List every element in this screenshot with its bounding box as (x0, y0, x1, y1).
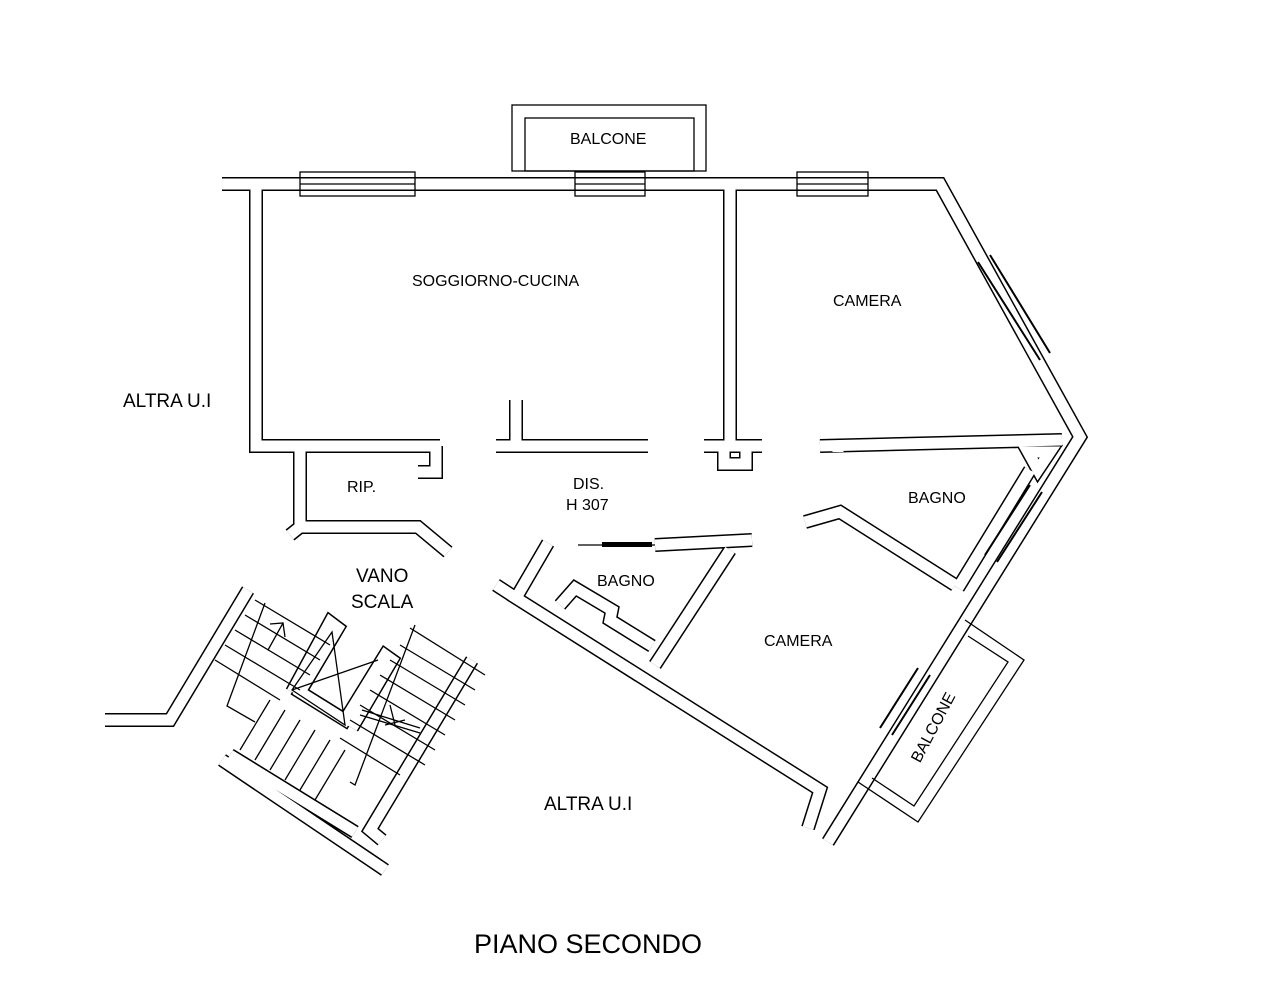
top-balcony (511, 104, 707, 172)
room-label-balcone-top: BALCONE (570, 131, 647, 148)
room-label-bagno-right: BAGNO (908, 490, 966, 507)
label-vano: VANO (356, 566, 409, 587)
room-label-rip: RIP. (347, 479, 377, 496)
sliding-door (578, 542, 655, 547)
room-label-camera-bottom: CAMERA (764, 633, 833, 650)
label-altra-ui-left: ALTRA U.I (123, 391, 212, 412)
room-label-soggiorno-cucina: SOGGIORNO-CUCINA (412, 273, 580, 290)
label-altra-ui-bottom: ALTRA U.I (544, 794, 633, 815)
staircase (214, 599, 486, 801)
walls (105, 177, 1089, 876)
room-label-dis: DIS. (573, 476, 605, 493)
room-height-label: H 307 (566, 497, 609, 514)
floor-title: PIANO SECONDO (474, 929, 703, 959)
label-scala: SCALA (351, 592, 414, 613)
room-label-camera-top: CAMERA (833, 293, 902, 310)
right-balcony (857, 619, 1025, 823)
windows (299, 171, 1051, 736)
room-label-bagno-center: BAGNO (597, 573, 655, 590)
